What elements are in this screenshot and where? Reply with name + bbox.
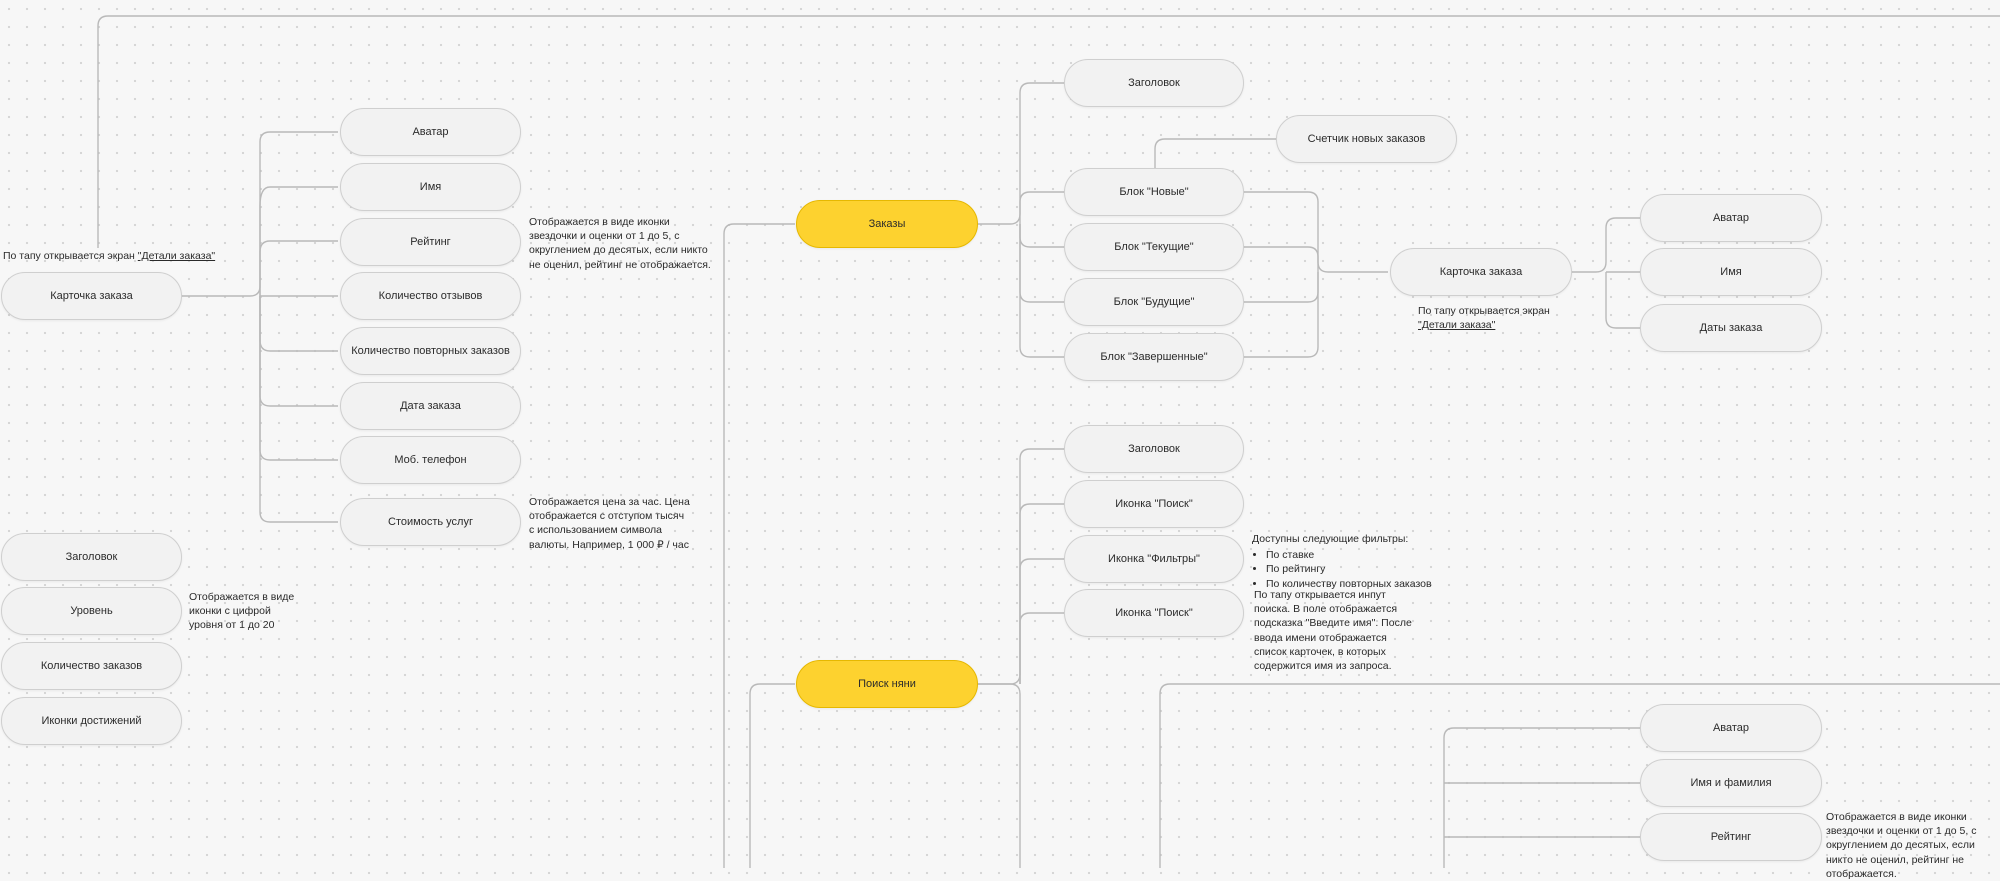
filters-list: По ставке По рейтингу По количеству повт… bbox=[1252, 548, 1442, 591]
orders-card-field-label: Аватар bbox=[1712, 212, 1750, 224]
nanny-rating-note-text: Отображается в виде иконки звездочки и о… bbox=[1826, 811, 1977, 880]
nanny-card-avatar[interactable]: Аватар bbox=[1640, 704, 1822, 752]
orders-card-tap-note: По тапу открывается экран "Детали заказа… bbox=[1418, 304, 1578, 332]
profile-item-label: Уровень bbox=[70, 605, 113, 617]
left-field-reviews-count[interactable]: Количество отзывов bbox=[340, 272, 521, 320]
profile-level[interactable]: Уровень bbox=[1, 587, 182, 635]
orders-block-completed[interactable]: Блок "Завершенные" bbox=[1064, 333, 1244, 381]
nanny-search-icon-search[interactable]: Иконка "Поиск" bbox=[1064, 480, 1244, 528]
orders-card-note-text: По тапу открывается экран bbox=[1418, 305, 1550, 317]
orders-block-current[interactable]: Блок "Текущие" bbox=[1064, 223, 1244, 271]
profile-level-note-text: Отображается в виде иконки с цифрой уров… bbox=[189, 591, 295, 632]
profile-item-label: Иконки достижений bbox=[41, 715, 142, 727]
nanny-card-field-label: Рейтинг bbox=[1710, 831, 1752, 843]
filter-item: По ставке bbox=[1266, 548, 1442, 562]
left-field-service-cost[interactable]: Стоимость услуг bbox=[340, 498, 521, 546]
nanny-child-label: Иконка "Поиск" bbox=[1115, 607, 1193, 619]
left-rating-note-text: Отображается в виде иконки звездочки и о… bbox=[529, 216, 711, 271]
nanny-search-node[interactable]: Поиск няни bbox=[796, 660, 978, 708]
left-field-label: Количество отзывов bbox=[378, 290, 483, 302]
left-field-avatar[interactable]: Аватар bbox=[340, 108, 521, 156]
profile-item-label: Заголовок bbox=[65, 551, 118, 563]
left-order-card-label: Карточка заказа bbox=[50, 290, 133, 302]
filters-note-title: Доступны следующие фильтры: bbox=[1252, 533, 1409, 545]
orders-node[interactable]: Заказы bbox=[796, 200, 978, 248]
left-card-tap-note: По тапу открывается экран "Детали заказа… bbox=[3, 249, 215, 263]
orders-card-label: Карточка заказа bbox=[1439, 266, 1523, 278]
orders-card-field-label: Даты заказа bbox=[1699, 322, 1763, 334]
orders-card-avatar[interactable]: Аватар bbox=[1640, 194, 1822, 242]
left-field-mobile-phone[interactable]: Моб. телефон bbox=[340, 436, 521, 484]
new-orders-counter[interactable]: Счетчик новых заказов bbox=[1276, 115, 1457, 163]
orders-node-label: Заказы bbox=[868, 218, 906, 230]
search-input-note-text: По тапу открывается инпут поиска. В поле… bbox=[1254, 589, 1412, 673]
left-field-name[interactable]: Имя bbox=[340, 163, 521, 211]
left-field-label: Аватар bbox=[412, 126, 449, 138]
orders-child-label: Блок "Завершенные" bbox=[1100, 351, 1208, 363]
left-rating-note: Отображается в виде иконки звездочки и о… bbox=[529, 215, 711, 272]
search-input-note: По тапу открывается инпут поиска. В поле… bbox=[1254, 588, 1414, 673]
orders-card-dates[interactable]: Даты заказа bbox=[1640, 304, 1822, 352]
filter-item: По количеству повторных заказов bbox=[1266, 577, 1442, 591]
left-field-repeat-orders[interactable]: Количество повторных заказов bbox=[340, 327, 521, 375]
nanny-search-icon-search-2[interactable]: Иконка "Поиск" bbox=[1064, 589, 1244, 637]
profile-orders-count[interactable]: Количество заказов bbox=[1, 642, 182, 690]
left-card-note-text: По тапу открывается экран bbox=[3, 250, 138, 262]
order-details-link[interactable]: "Детали заказа" bbox=[137, 250, 216, 262]
left-order-card[interactable]: Карточка заказа bbox=[1, 272, 182, 320]
filters-note: Доступны следующие фильтры: По ставке По… bbox=[1252, 532, 1442, 591]
nanny-child-label: Иконка "Фильтры" bbox=[1108, 553, 1200, 565]
nanny-card-full-name[interactable]: Имя и фамилия bbox=[1640, 759, 1822, 807]
profile-level-note: Отображается в виде иконки с цифрой уров… bbox=[189, 590, 307, 633]
left-field-label: Количество повторных заказов bbox=[351, 345, 510, 357]
orders-child-label: Заголовок bbox=[1128, 77, 1180, 89]
nanny-rating-note: Отображается в виде иконки звездочки и о… bbox=[1826, 810, 1998, 881]
nanny-card-field-label: Имя и фамилия bbox=[1690, 777, 1772, 789]
profile-title[interactable]: Заголовок bbox=[1, 533, 182, 581]
orders-block-new[interactable]: Блок "Новые" bbox=[1064, 168, 1244, 216]
left-field-order-date[interactable]: Дата заказа bbox=[340, 382, 521, 430]
orders-child-label: Блок "Текущие" bbox=[1114, 241, 1194, 253]
nanny-search-node-label: Поиск няни bbox=[858, 678, 916, 690]
profile-item-label: Количество заказов bbox=[40, 660, 143, 672]
filter-item: По рейтингу bbox=[1266, 562, 1442, 576]
orders-card-name[interactable]: Имя bbox=[1640, 248, 1822, 296]
orders-child-label: Блок "Будущие" bbox=[1113, 296, 1195, 308]
left-field-label: Дата заказа bbox=[400, 400, 461, 412]
nanny-search-title[interactable]: Заголовок bbox=[1064, 425, 1244, 473]
nanny-card-rating[interactable]: Рейтинг bbox=[1640, 813, 1822, 861]
orders-card[interactable]: Карточка заказа bbox=[1390, 248, 1572, 296]
orders-block-future[interactable]: Блок "Будущие" bbox=[1064, 278, 1244, 326]
profile-achievement-icons[interactable]: Иконки достижений bbox=[1, 697, 182, 745]
nanny-child-label: Иконка "Поиск" bbox=[1115, 498, 1193, 510]
orders-child-label: Блок "Новые" bbox=[1119, 186, 1189, 198]
left-field-label: Стоимость услуг bbox=[388, 516, 473, 528]
nanny-card-field-label: Аватар bbox=[1712, 722, 1750, 734]
nanny-search-icon-filters[interactable]: Иконка "Фильтры" bbox=[1064, 535, 1244, 583]
orders-details-link[interactable]: "Детали заказа" bbox=[1418, 319, 1496, 332]
left-field-label: Имя bbox=[419, 181, 442, 193]
new-orders-counter-label: Счетчик новых заказов bbox=[1307, 133, 1426, 145]
orders-title[interactable]: Заголовок bbox=[1064, 59, 1244, 107]
orders-card-field-label: Имя bbox=[1720, 266, 1742, 278]
left-field-label: Моб. телефон bbox=[394, 454, 467, 466]
left-field-rating[interactable]: Рейтинг bbox=[340, 218, 521, 266]
nanny-child-label: Заголовок bbox=[1128, 443, 1180, 455]
left-price-note-text: Отображается цена за час. Цена отображае… bbox=[529, 496, 690, 551]
left-field-label: Рейтинг bbox=[410, 236, 451, 248]
left-price-note: Отображается цена за час. Цена отображае… bbox=[529, 495, 691, 552]
